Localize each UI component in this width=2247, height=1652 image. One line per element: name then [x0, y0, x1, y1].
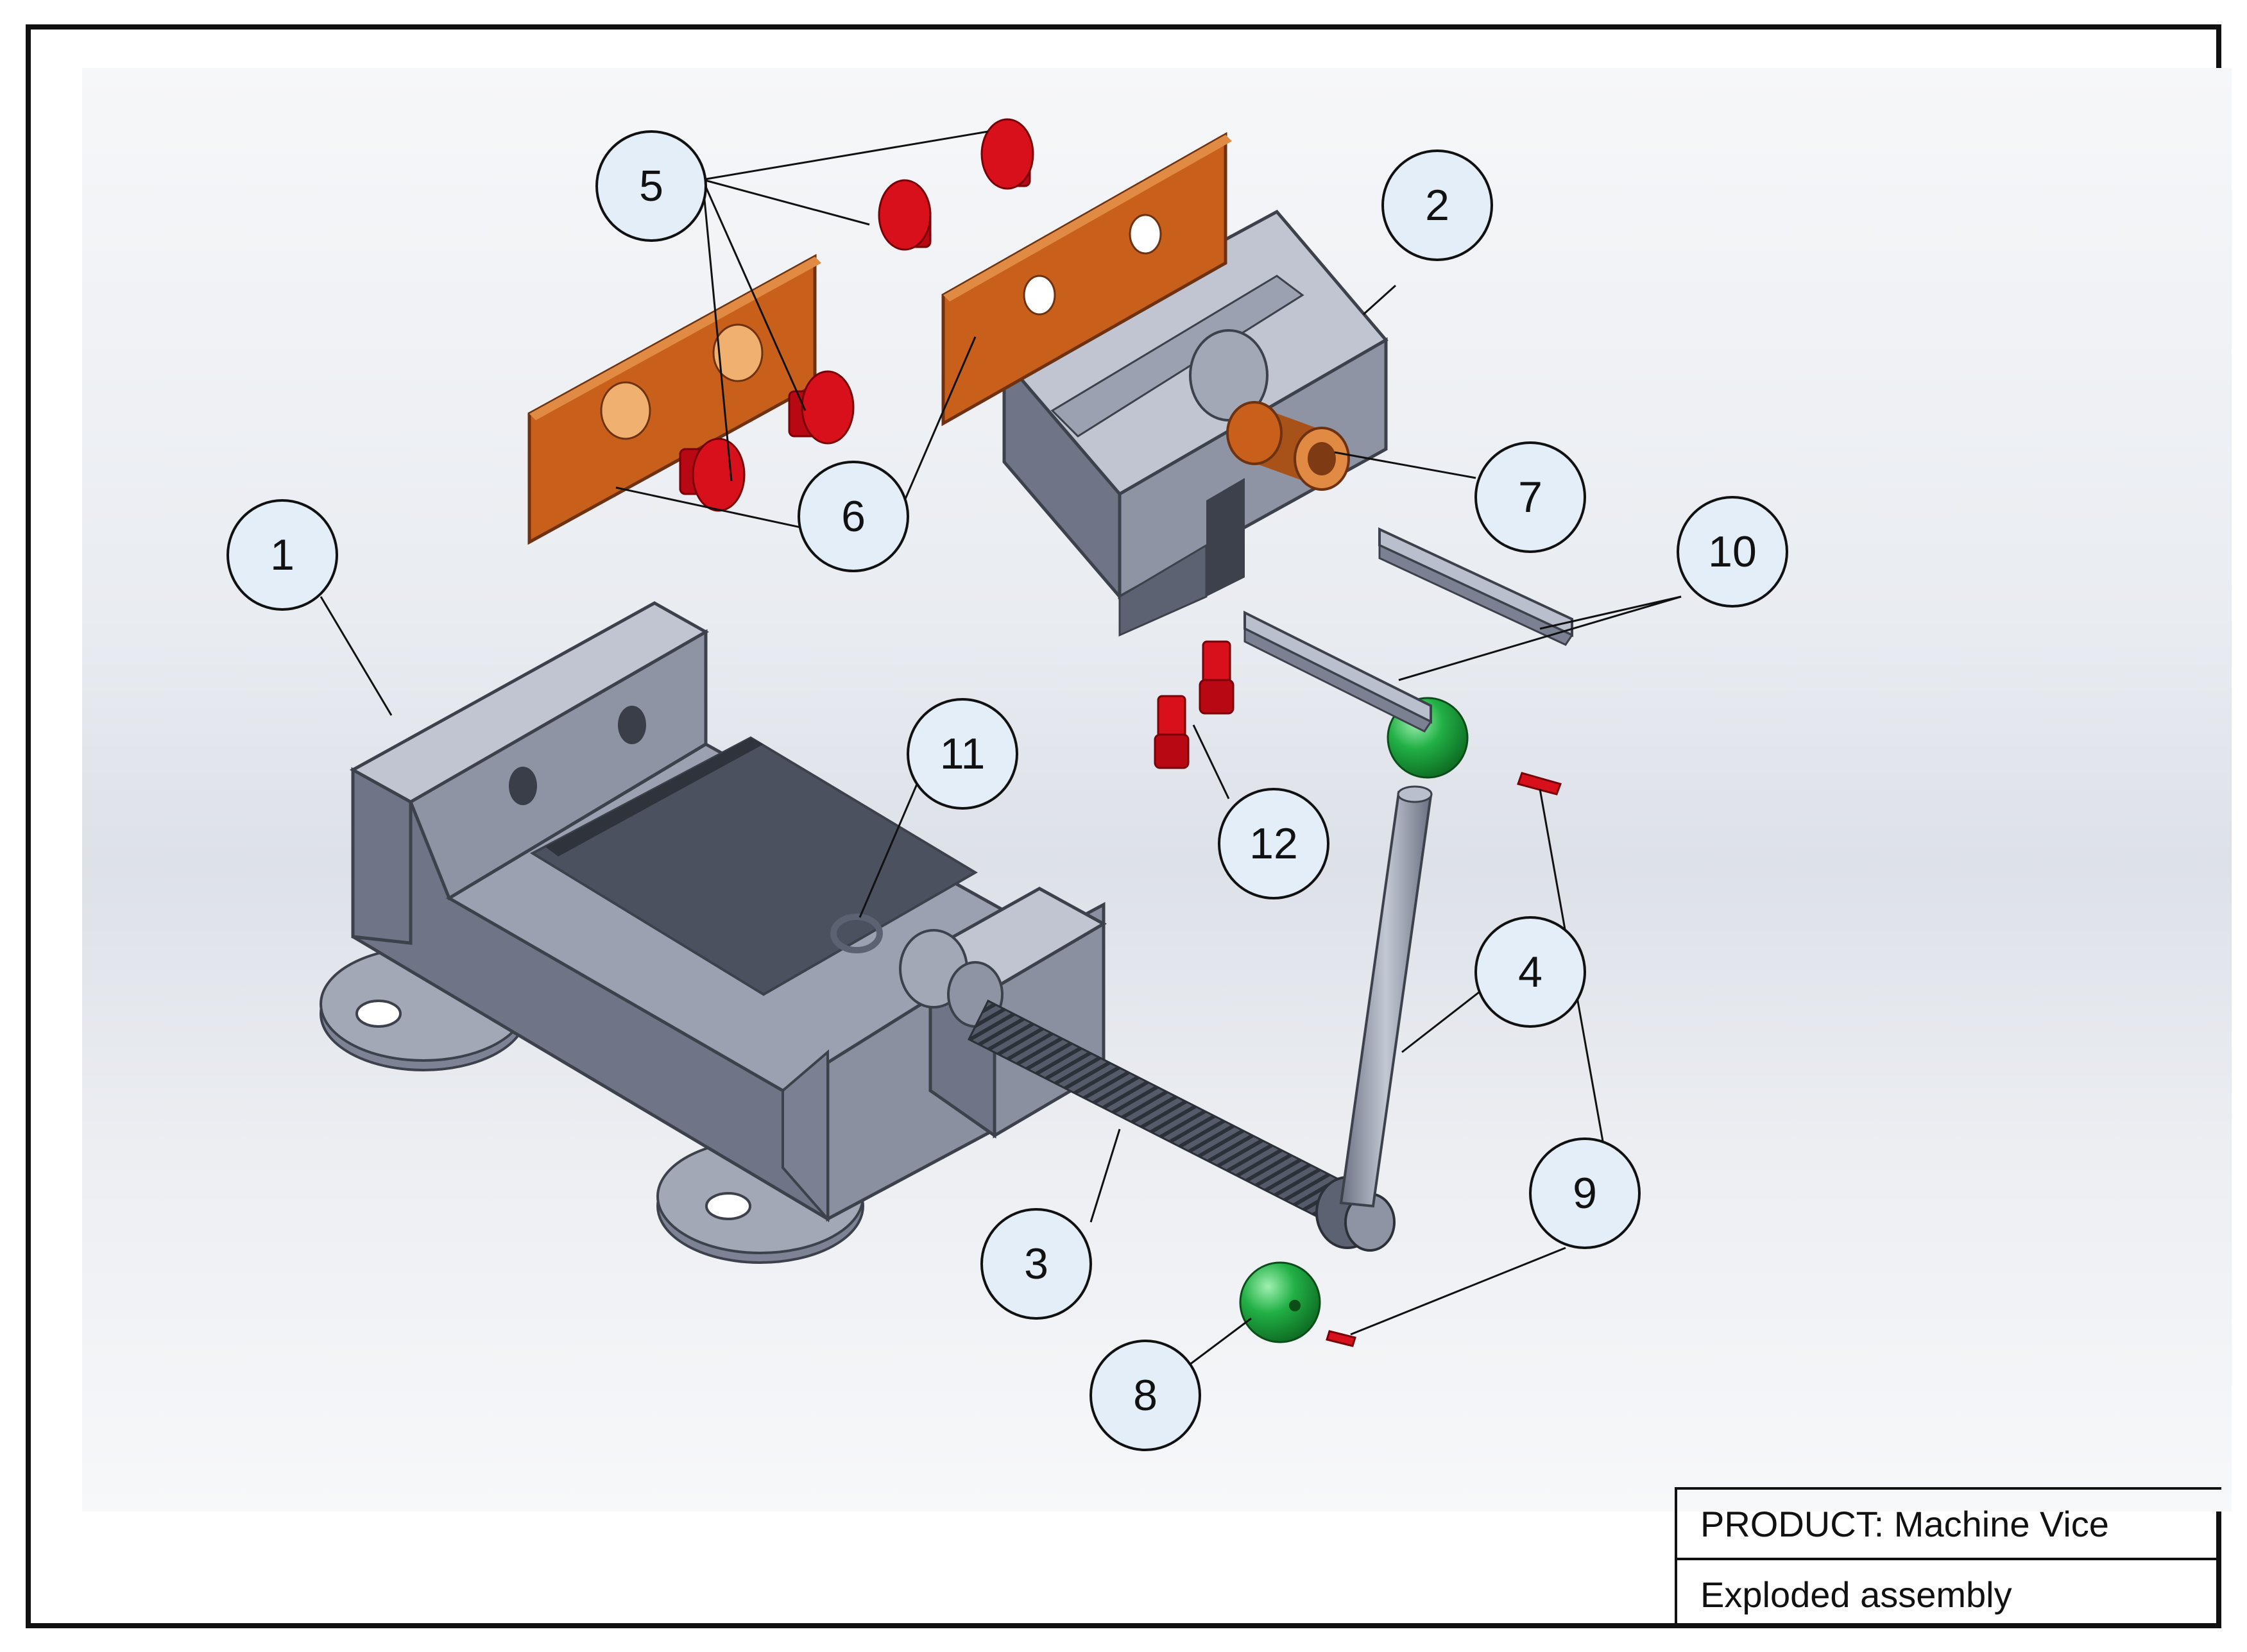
svg-text:1: 1 [270, 531, 295, 579]
svg-text:4: 4 [1518, 948, 1542, 996]
title-block-view: Exploded assembly [1700, 1574, 2012, 1615]
part-7-bronze-nut [1226, 401, 1350, 491]
balloon-5: 5 [595, 130, 707, 242]
balloon-9: 9 [1529, 1137, 1641, 1249]
part-2-moving-jaw [1002, 209, 1388, 637]
balloon-8: 8 [1089, 1340, 1201, 1451]
balloon-4: 4 [1474, 916, 1586, 1028]
balloon-7: 7 [1474, 441, 1586, 553]
leader-lines [320, 130, 1682, 1368]
part-9-pins [1326, 772, 1562, 1347]
part-1-vice-base [320, 601, 1107, 1264]
title-block-product: PRODUCT: Machine Vice [1677, 1490, 2221, 1560]
balloon-11: 11 [907, 698, 1018, 810]
balloon-3: 3 [980, 1208, 1092, 1320]
part-5-screws [679, 118, 1034, 512]
part-12-cap-screws [1154, 640, 1235, 769]
balloon-2: 2 [1381, 149, 1493, 261]
balloon-6: 6 [798, 461, 909, 572]
svg-text:6: 6 [841, 492, 866, 541]
svg-text:2: 2 [1425, 181, 1449, 230]
balloon-10: 10 [1677, 496, 1788, 608]
svg-text:12: 12 [1249, 819, 1298, 868]
svg-text:9: 9 [1573, 1169, 1597, 1218]
balloon-12: 12 [1218, 788, 1329, 899]
svg-text:7: 7 [1518, 473, 1542, 522]
svg-text:11: 11 [940, 729, 986, 778]
title-block: PRODUCT: Machine Vice Exploded assembly [1675, 1487, 2221, 1628]
part-6-jaw-plates [527, 132, 1232, 545]
part-8-knob-lower [1239, 1261, 1321, 1343]
svg-text:5: 5 [639, 162, 663, 210]
balloon-1: 1 [226, 499, 338, 611]
svg-text:10: 10 [1708, 527, 1757, 576]
svg-text:8: 8 [1133, 1371, 1158, 1420]
part-4-handle-bar [1339, 785, 1433, 1208]
svg-text:3: 3 [1024, 1239, 1048, 1288]
part-10-gib-strips [1243, 527, 1574, 733]
